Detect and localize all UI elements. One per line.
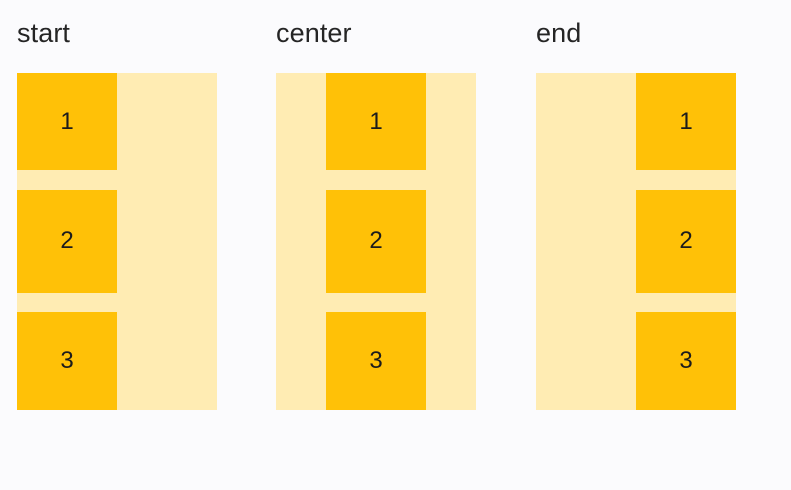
flex-item: 3 [326,312,426,410]
flex-item: 1 [17,73,117,170]
flex-item: 1 [326,73,426,170]
flex-item-label: 1 [679,107,693,135]
flex-item-label: 2 [679,227,693,254]
flex-item-label: 3 [369,347,383,374]
flex-container-end: 1 2 3 [536,73,736,410]
alignment-label-end: end [536,18,582,48]
flex-item-label: 1 [60,107,74,135]
flex-container-start: 1 2 3 [17,73,217,410]
flex-item-label: 2 [369,227,383,254]
flex-item: 2 [17,189,117,293]
flex-item-label: 2 [60,227,74,254]
flex-item: 3 [636,312,736,410]
flex-item-label: 3 [679,347,693,374]
flex-item: 2 [636,189,736,293]
alignment-label-start: start [17,18,71,48]
flex-container-center: 1 2 3 [276,73,476,410]
flex-item-label: 1 [369,107,383,135]
flex-item: 3 [17,312,117,410]
flex-item: 1 [636,73,736,170]
alignment-label-center: center [276,18,352,48]
flex-item-label: 3 [60,347,74,374]
flex-item: 2 [326,189,426,293]
